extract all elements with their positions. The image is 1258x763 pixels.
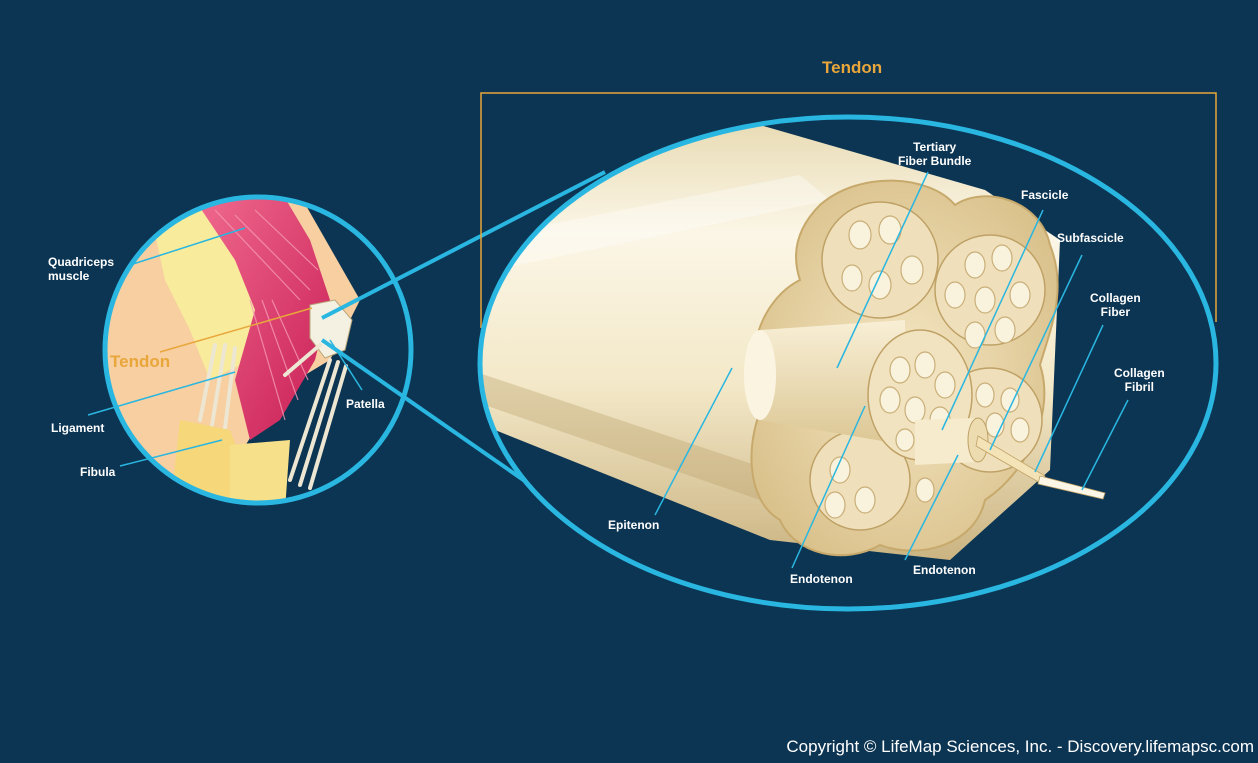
label-collagen-fibril: Collagen Fibril <box>1114 366 1165 394</box>
label-line-2: Fiber Bundle <box>898 154 972 168</box>
label-line-2: Fibril <box>1124 380 1154 394</box>
label-patella: Patella <box>346 397 385 411</box>
label-epitenon: Epitenon <box>608 518 660 532</box>
label-line-1: Collagen <box>1090 291 1141 305</box>
label-quadriceps-muscle: Quadriceps muscle <box>48 255 114 283</box>
label-tendon-title: Tendon <box>822 58 883 77</box>
knee-illustration <box>105 197 411 503</box>
label-subfascicle: Subfascicle <box>1057 231 1124 245</box>
label-line-2: muscle <box>48 269 90 283</box>
label-line-2: Fiber <box>1100 305 1130 319</box>
label-tendon-knee: Tendon <box>110 352 171 371</box>
label-fascicle: Fascicle <box>1021 188 1069 202</box>
copyright-notice: Copyright © LifeMap Sciences, Inc. - Dis… <box>786 737 1254 756</box>
label-line-1: Tertiary <box>913 140 957 154</box>
label-endotenon-left: Endotenon <box>790 572 853 586</box>
label-endotenon-right: Endotenon <box>913 563 976 577</box>
label-line-1: Quadriceps <box>48 255 115 269</box>
tendon-cross-section <box>480 117 1216 609</box>
label-tertiary-fiber-bundle: Tertiary Fiber Bundle <box>898 140 971 168</box>
label-ligament: Ligament <box>51 421 105 435</box>
label-line-1: Collagen <box>1114 366 1165 380</box>
label-fibula: Fibula <box>80 465 116 479</box>
label-collagen-fiber: Collagen Fiber <box>1090 291 1141 319</box>
